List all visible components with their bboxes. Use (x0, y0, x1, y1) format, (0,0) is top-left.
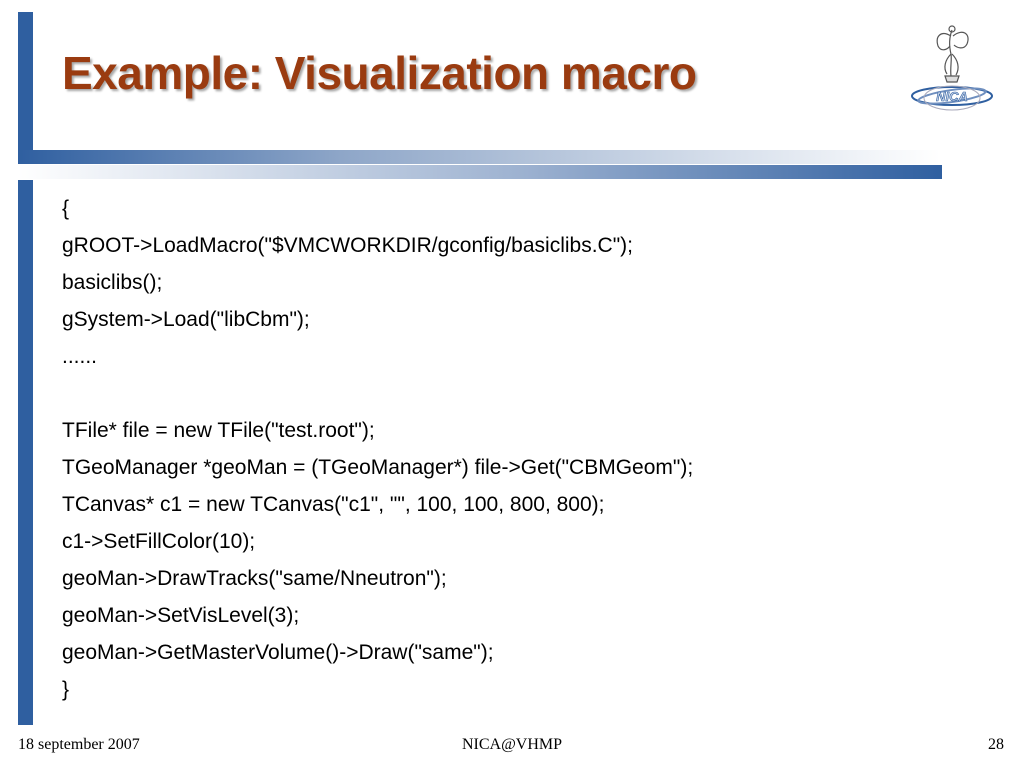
code-block: { gROOT->LoadMacro("$VMCWORKDIR/gconfig/… (62, 194, 693, 712)
footer-date: 18 september 2007 (18, 736, 140, 753)
code-line (62, 379, 693, 416)
left-accent-bar-top (18, 12, 33, 164)
header-divider-top (18, 150, 940, 164)
code-line: basiclibs(); (62, 271, 163, 294)
footer-center-text: NICA@VHMP (461, 736, 563, 753)
code-line: geoMan->DrawTracks("same/Nneutron"); (62, 567, 447, 590)
code-line: TCanvas* c1 = new TCanvas("c1", "", 100,… (62, 493, 605, 516)
slide-title: Example: Visualization macro (62, 47, 697, 99)
code-line: { (62, 197, 70, 220)
code-line: gROOT->LoadMacro("$VMCWORKDIR/gconfig/ba… (62, 234, 633, 257)
code-line: gSystem->Load("libCbm"); (62, 308, 310, 331)
code-line: } (62, 678, 70, 701)
code-line: geoMan->GetMasterVolume()->Draw("same"); (62, 641, 494, 664)
code-line: c1->SetFillColor(10); (62, 530, 256, 553)
nica-logo-icon: NICA (905, 20, 999, 124)
left-accent-bar-bottom (18, 180, 33, 725)
code-line: TFile* file = new TFile("test.root"); (62, 419, 375, 442)
code-line: TGeoManager *geoMan = (TGeoManager*) fil… (62, 456, 694, 479)
code-line: geoMan->SetVisLevel(3); (62, 604, 300, 627)
code-line: ...... (62, 345, 98, 368)
footer-page-number: 28 (988, 736, 1004, 753)
header-divider-bottom (18, 165, 942, 179)
logo-text: NICA (936, 89, 968, 104)
